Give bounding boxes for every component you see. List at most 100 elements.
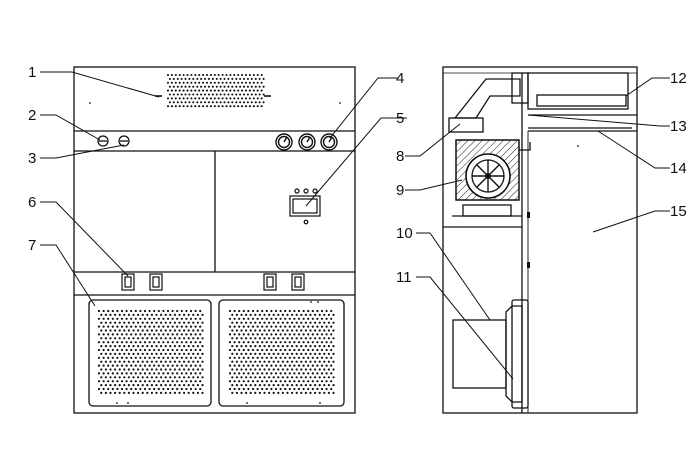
grille-hole — [172, 93, 175, 96]
grille-hole — [330, 372, 333, 375]
grille-hole — [187, 345, 190, 348]
grille-hole — [186, 105, 189, 108]
grille-hole — [201, 376, 204, 379]
grille-hole — [215, 77, 218, 80]
power-switches — [97, 135, 130, 147]
grille-hole — [173, 352, 176, 355]
grille-hole — [173, 391, 176, 394]
grille-hole — [250, 101, 253, 104]
grille-hole — [320, 348, 324, 352]
grille-hole — [300, 384, 303, 387]
grille-hole — [190, 105, 193, 108]
grille-hole — [265, 364, 268, 367]
grille-hole — [120, 380, 124, 383]
grille-hole — [189, 356, 193, 359]
grille-hole — [254, 321, 257, 324]
grille-hole — [134, 364, 137, 367]
grille-hole — [213, 89, 216, 92]
grille-hole — [231, 77, 234, 80]
grille-hole — [127, 321, 130, 324]
grille-hole — [277, 329, 280, 332]
grille-hole — [130, 356, 133, 359]
grille-hole — [118, 352, 121, 355]
grille-hole — [332, 368, 335, 371]
grille-hole — [194, 380, 197, 383]
grille-hole — [250, 93, 253, 96]
grille-hole — [270, 387, 273, 391]
grille-hole — [330, 333, 333, 336]
grille-hole — [256, 348, 259, 352]
grille-hole — [182, 97, 185, 100]
grille-hole — [318, 313, 321, 316]
grille-hole — [187, 368, 190, 371]
grille-hole — [192, 337, 195, 340]
grille-hole — [143, 309, 147, 313]
grille-hole — [185, 380, 188, 383]
grille-hole — [141, 360, 144, 363]
grille-hole — [157, 348, 160, 352]
grille-hole — [274, 309, 278, 313]
grille-hole — [166, 89, 170, 92]
grille-hole — [231, 376, 234, 379]
grille-hole — [297, 364, 301, 367]
grille-hole — [183, 345, 186, 348]
grille-hole — [242, 93, 246, 96]
grille-hole — [180, 356, 183, 359]
grille-hole — [235, 93, 238, 96]
grille-hole — [169, 345, 172, 348]
grille-hole — [116, 333, 119, 336]
grille-hole — [134, 309, 137, 313]
grille-hole — [284, 372, 287, 375]
grille-hole — [114, 376, 117, 379]
grille-hole — [168, 93, 171, 96]
grille-hole — [202, 89, 205, 92]
grille-hole — [239, 93, 242, 96]
grille-hole — [127, 345, 130, 348]
grille-hole — [311, 333, 314, 336]
grille-hole — [157, 333, 160, 336]
callout-15: 15 — [670, 203, 687, 220]
grille-hole — [97, 387, 101, 391]
grille-hole — [327, 337, 330, 340]
grille-hole — [330, 387, 333, 391]
grille-hole — [176, 85, 179, 88]
grille-hole — [217, 105, 220, 108]
grille-hole — [102, 364, 105, 367]
grille-hole — [184, 77, 187, 80]
grille-hole — [130, 325, 133, 328]
grille-hole — [180, 77, 183, 80]
grille-hole — [171, 348, 174, 352]
grille-hole — [281, 321, 284, 324]
grille-hole — [300, 337, 303, 340]
grille-hole — [270, 380, 273, 383]
grille-hole — [102, 317, 105, 320]
grille-hole — [180, 325, 183, 328]
grille-hole — [307, 380, 310, 383]
grille-hole — [228, 380, 232, 383]
grille-hole — [207, 93, 210, 96]
grille-hole — [238, 348, 241, 352]
grille-hole — [265, 317, 268, 320]
grille-hole — [241, 105, 244, 108]
grille-hole — [302, 309, 305, 313]
grille-hole — [327, 313, 330, 316]
grille-hole — [307, 333, 310, 336]
grille-hole — [168, 77, 171, 80]
grille-hole — [171, 333, 174, 336]
grille-hole — [184, 101, 187, 104]
grille-hole — [254, 391, 257, 394]
grille-hole — [320, 372, 324, 375]
grille-hole — [274, 372, 278, 375]
grille-hole — [245, 352, 248, 355]
grille-hole — [173, 384, 176, 387]
grille-hole — [176, 387, 179, 391]
grille-hole — [192, 93, 195, 96]
grille-hole — [173, 337, 176, 340]
grille-hole — [293, 325, 296, 328]
grille-hole — [293, 317, 296, 320]
grille-hole — [185, 372, 188, 375]
grille-hole — [318, 391, 321, 394]
grille-hole — [143, 364, 147, 367]
grille-hole — [279, 348, 282, 352]
grille-hole — [244, 89, 248, 92]
